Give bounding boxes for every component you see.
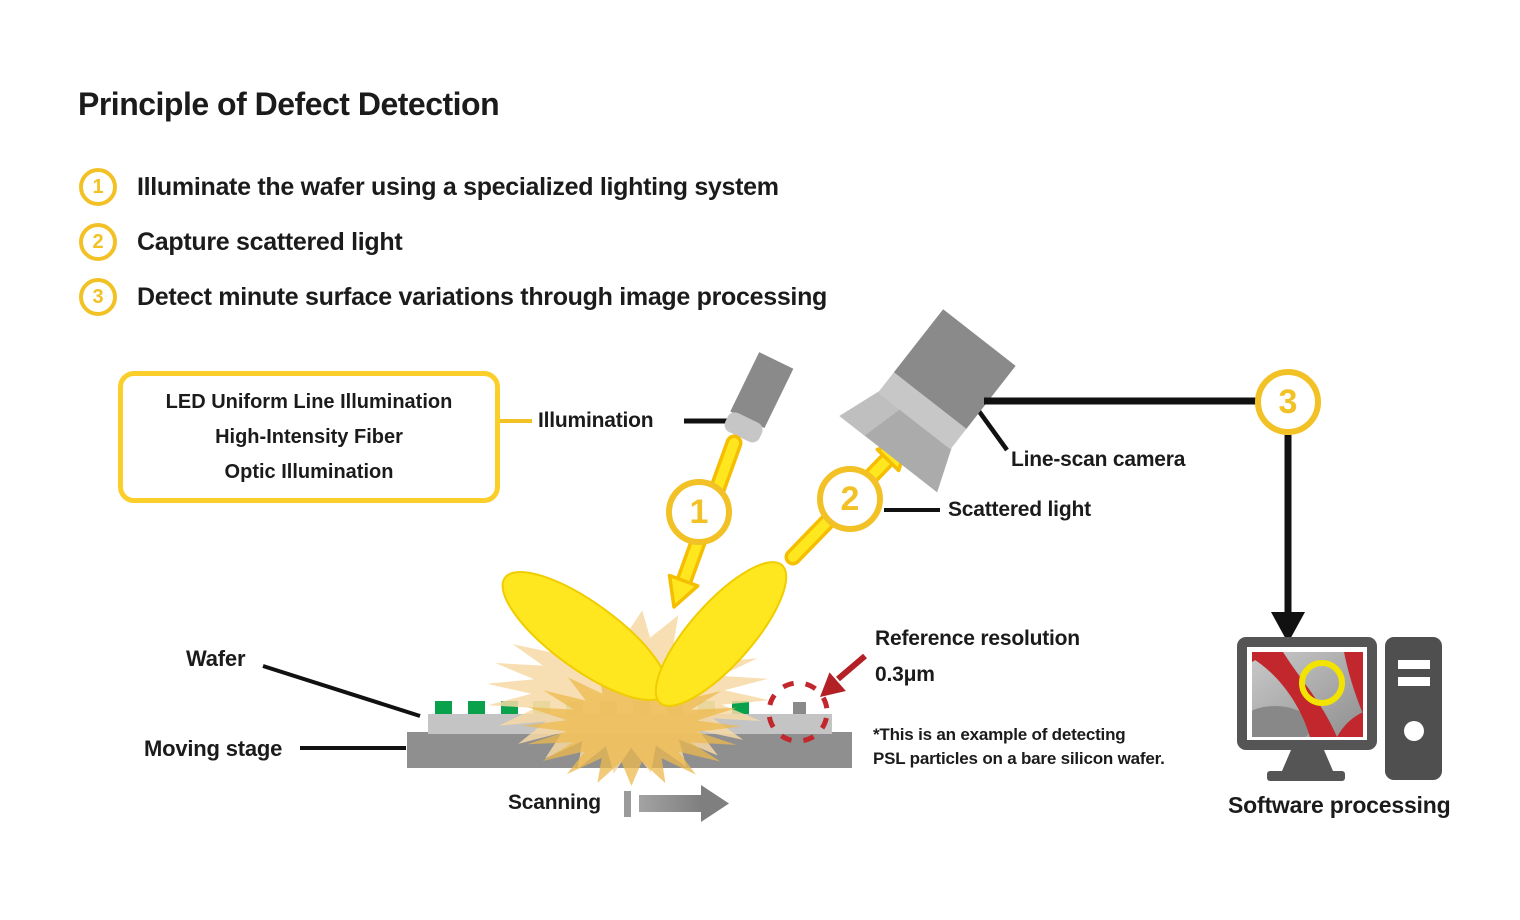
info-box-line-3: Optic Illumination bbox=[224, 460, 394, 483]
reference-pointer-arrow bbox=[820, 653, 867, 697]
reference-resolution-label: Reference resolution bbox=[875, 627, 1080, 650]
wafer-label: Wafer bbox=[186, 646, 246, 671]
scatter-glow-orange-burst bbox=[522, 666, 742, 786]
computer-tower-icon bbox=[1385, 637, 1442, 780]
page-title: Principle of Defect Detection bbox=[78, 86, 500, 122]
step-3-badge: 3 bbox=[79, 278, 117, 316]
diagram-badge-2: 2 bbox=[817, 466, 883, 532]
step-1-badge: 1 bbox=[79, 168, 117, 206]
diagram-badge-3-number: 3 bbox=[1278, 382, 1298, 421]
moving-stage-label: Moving stage bbox=[144, 736, 283, 761]
scanning-label: Scanning bbox=[508, 791, 601, 814]
scatter-lobe-right bbox=[654, 561, 788, 707]
processing-down-arrow bbox=[1271, 435, 1305, 643]
line-scan-camera-device bbox=[839, 309, 1016, 493]
footnote-line-2: PSL particles on a bare silicon wafer. bbox=[873, 749, 1165, 768]
footnote-line-1: *This is an example of detecting bbox=[873, 725, 1126, 744]
defect-particle bbox=[793, 702, 806, 714]
diagram-badge-3: 3 bbox=[1255, 369, 1321, 435]
step-2-badge-number: 2 bbox=[92, 230, 104, 253]
wafer-pointer-line bbox=[262, 664, 421, 718]
diagram-badge-1-number: 1 bbox=[689, 492, 709, 531]
illuminator-device bbox=[724, 352, 794, 443]
info-box-line-1: LED Uniform Line Illumination bbox=[165, 390, 453, 413]
diagram-badge-2-number: 2 bbox=[840, 479, 860, 518]
illumination-label: Illumination bbox=[538, 409, 654, 432]
reference-dashed-circle bbox=[766, 680, 830, 744]
software-processing-label: Software processing bbox=[1228, 792, 1451, 818]
step-2-badge: 2 bbox=[79, 223, 117, 261]
info-box-line-2: High-Intensity Fiber bbox=[215, 425, 403, 448]
diagram-badge-1: 1 bbox=[666, 479, 732, 545]
reference-resolution-value: 0.3μm bbox=[875, 663, 935, 686]
step-3-text: Detect minute surface variations through… bbox=[137, 283, 828, 311]
defect-image bbox=[1252, 652, 1363, 737]
scattered-light-label: Scattered light bbox=[948, 498, 1091, 521]
line-scan-camera-label: Line-scan camera bbox=[1011, 448, 1186, 471]
defect-highlight-ring bbox=[1299, 660, 1345, 706]
monitor-icon bbox=[1237, 637, 1377, 781]
scanning-arrow bbox=[624, 785, 729, 822]
step-1-text: Illuminate the wafer using a specialized… bbox=[137, 173, 779, 201]
step-1-badge-number: 1 bbox=[92, 175, 104, 198]
illumination-info-box: LED Uniform Line Illumination High-Inten… bbox=[118, 371, 500, 503]
step-3-badge-number: 3 bbox=[92, 285, 104, 308]
step-2-text: Capture scattered light bbox=[137, 228, 403, 256]
